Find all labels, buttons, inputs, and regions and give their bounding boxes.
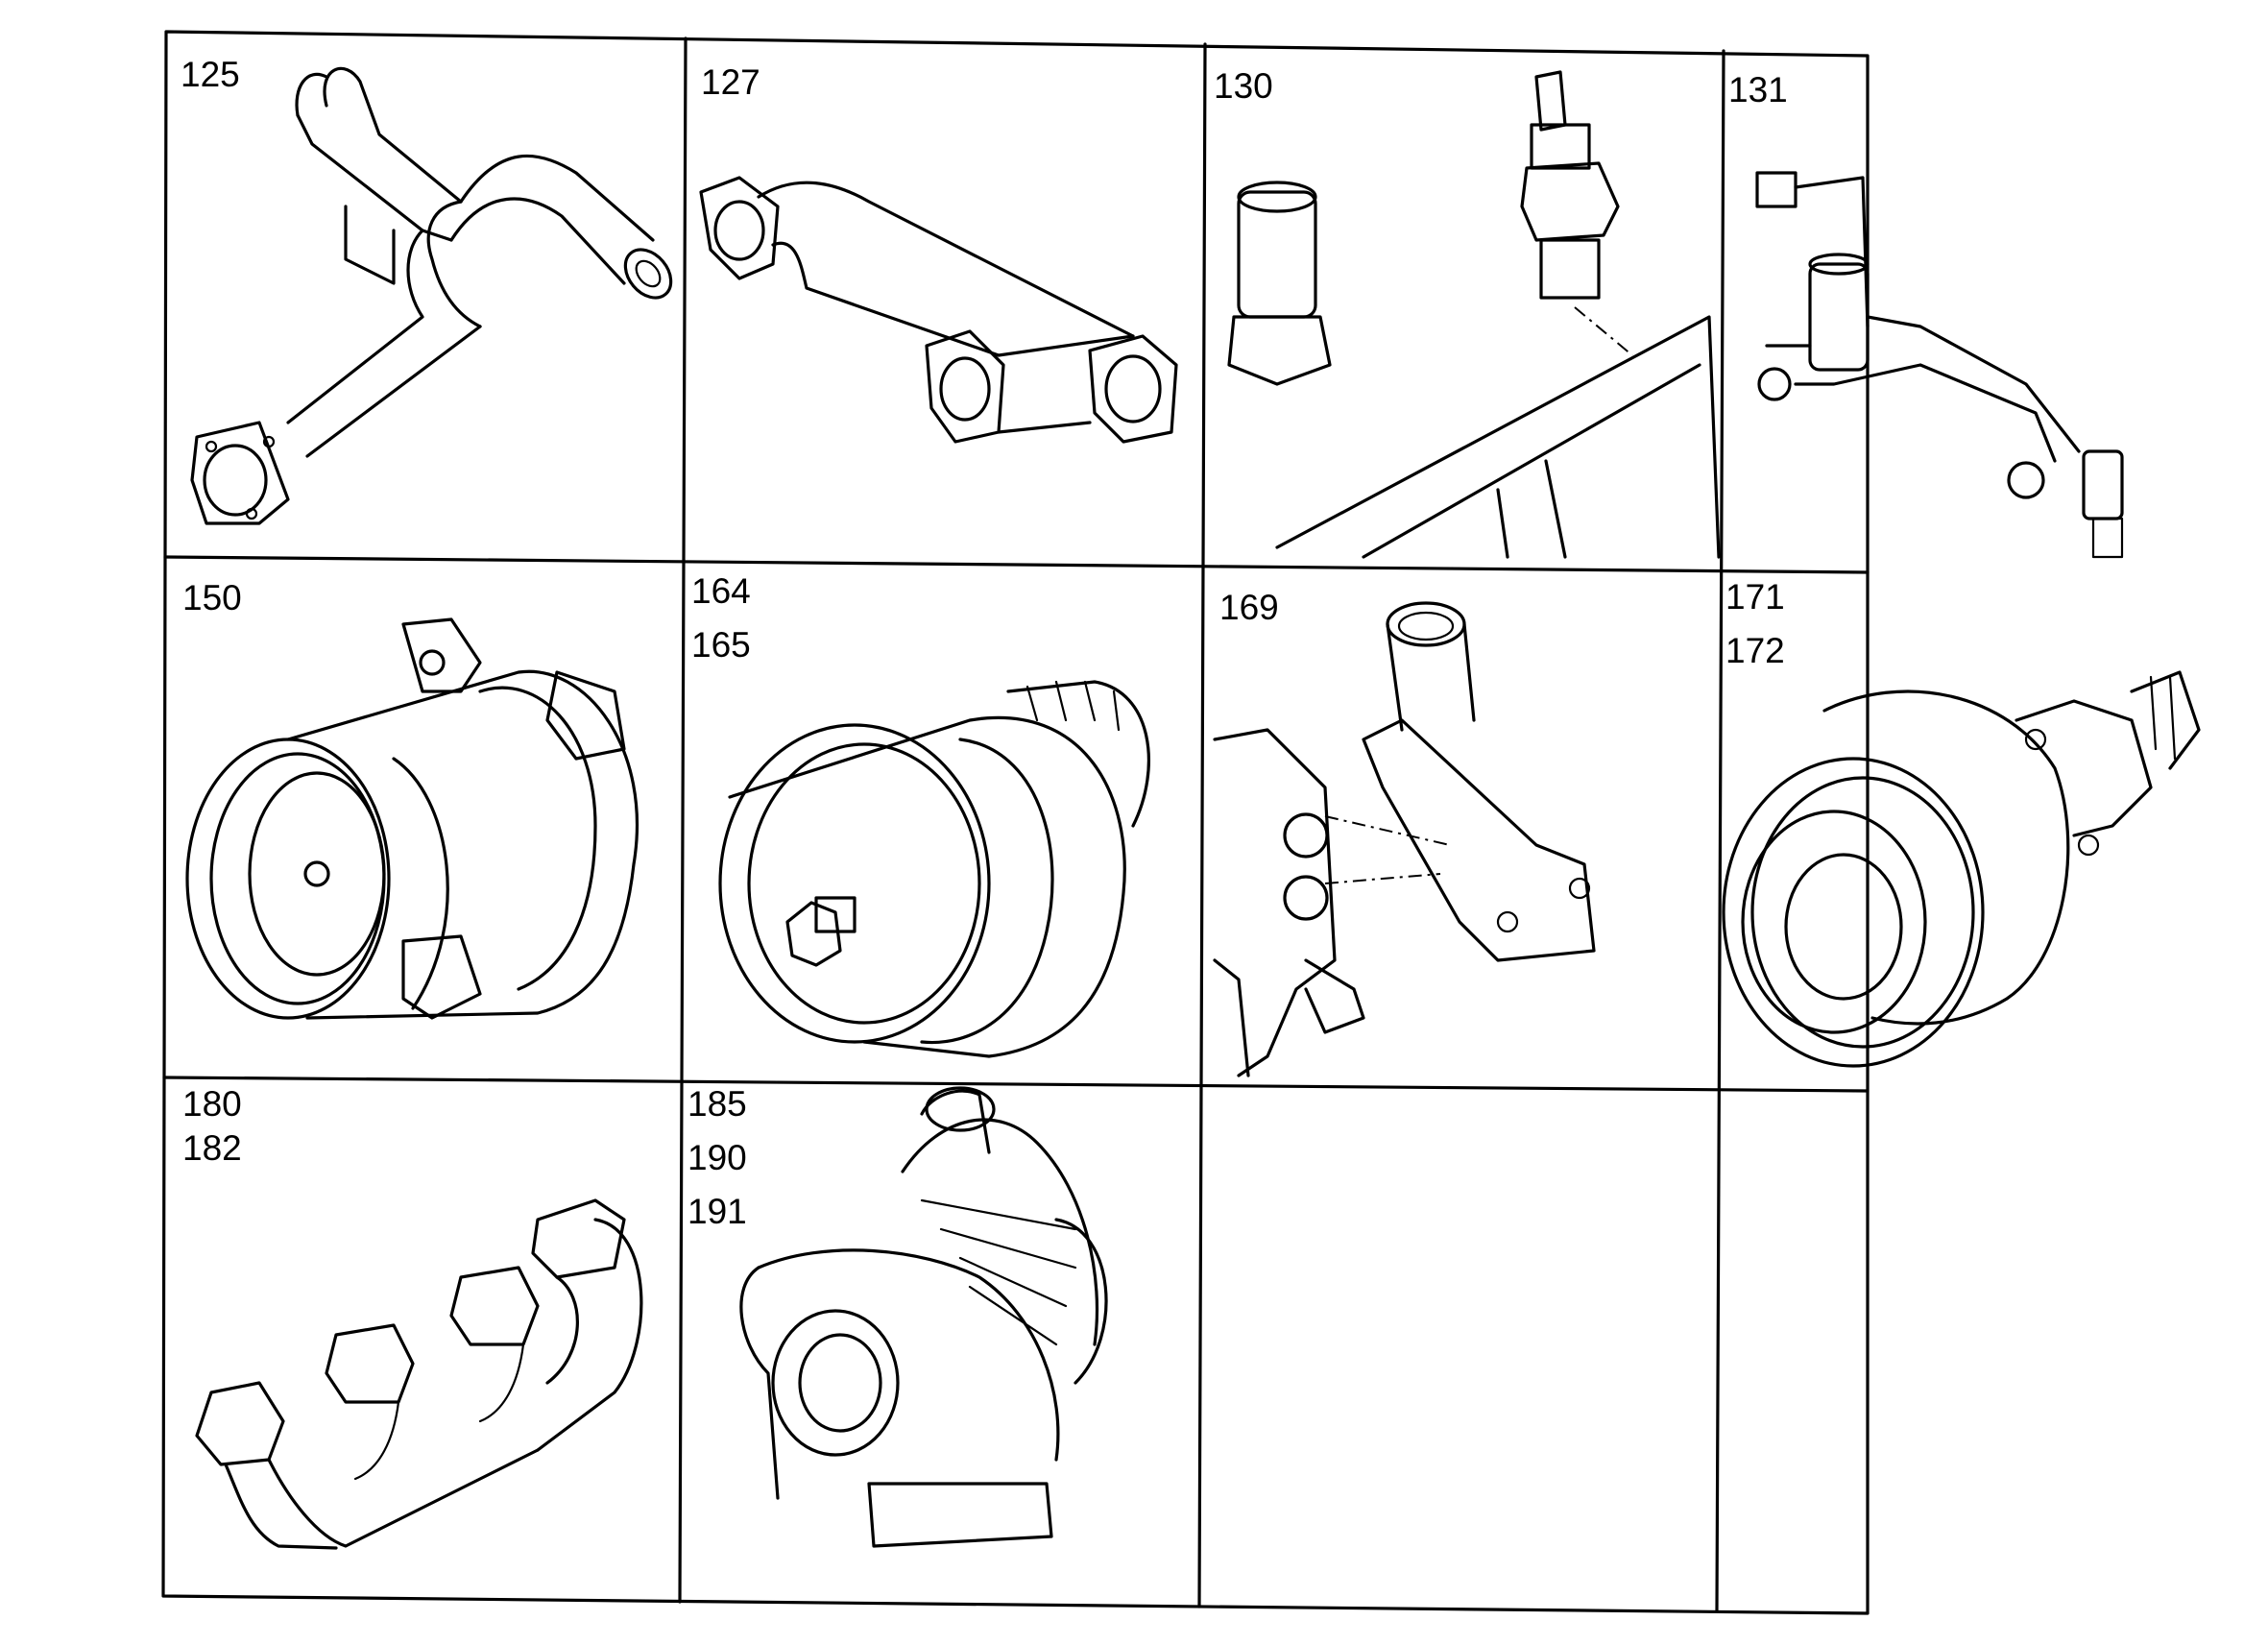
water-pump-pulley-drawing (718, 680, 1150, 1058)
callout-172: 172 (1725, 631, 1785, 670)
water-pump-drawing (1722, 670, 2201, 1068)
sensor-wiring-drawing (1755, 171, 2124, 559)
callout-165: 165 (691, 625, 751, 665)
callout-125: 125 (181, 55, 240, 94)
turbocharger-drawing (739, 1086, 1108, 1548)
glow-plug-sensor-drawing (1227, 70, 1721, 559)
callout-131: 131 (1728, 70, 1788, 109)
exhaust-pipe-drawing (190, 66, 673, 525)
callout-171-172: 171 172 (1725, 570, 1785, 678)
callout-185: 185 (688, 1084, 747, 1124)
callout-130: 130 (1214, 66, 1273, 106)
callout-185-190-191: 185 190 191 (688, 1077, 747, 1239)
callout-169: 169 (1219, 588, 1279, 627)
callout-171: 171 (1725, 577, 1785, 617)
callout-150: 150 (182, 578, 242, 617)
callout-164-165: 164 165 (691, 565, 751, 672)
callout-180-182: 180 182 (182, 1082, 242, 1171)
empty-cell-1 (1210, 1095, 1709, 1594)
thermostat-housing-drawing (1213, 601, 1596, 1077)
callout-127: 127 (701, 62, 760, 102)
callout-164: 164 (691, 571, 751, 611)
callout-180: 180 (182, 1084, 242, 1124)
callout-182: 182 (182, 1128, 242, 1168)
empty-cell-2 (1728, 1095, 1863, 1594)
exhaust-manifold-drawing (195, 1198, 643, 1550)
callout-190: 190 (688, 1138, 747, 1177)
exhaust-connection-pipe-drawing (699, 176, 1178, 444)
ac-compressor-drawing (185, 617, 639, 1020)
callout-191: 191 (688, 1192, 747, 1231)
